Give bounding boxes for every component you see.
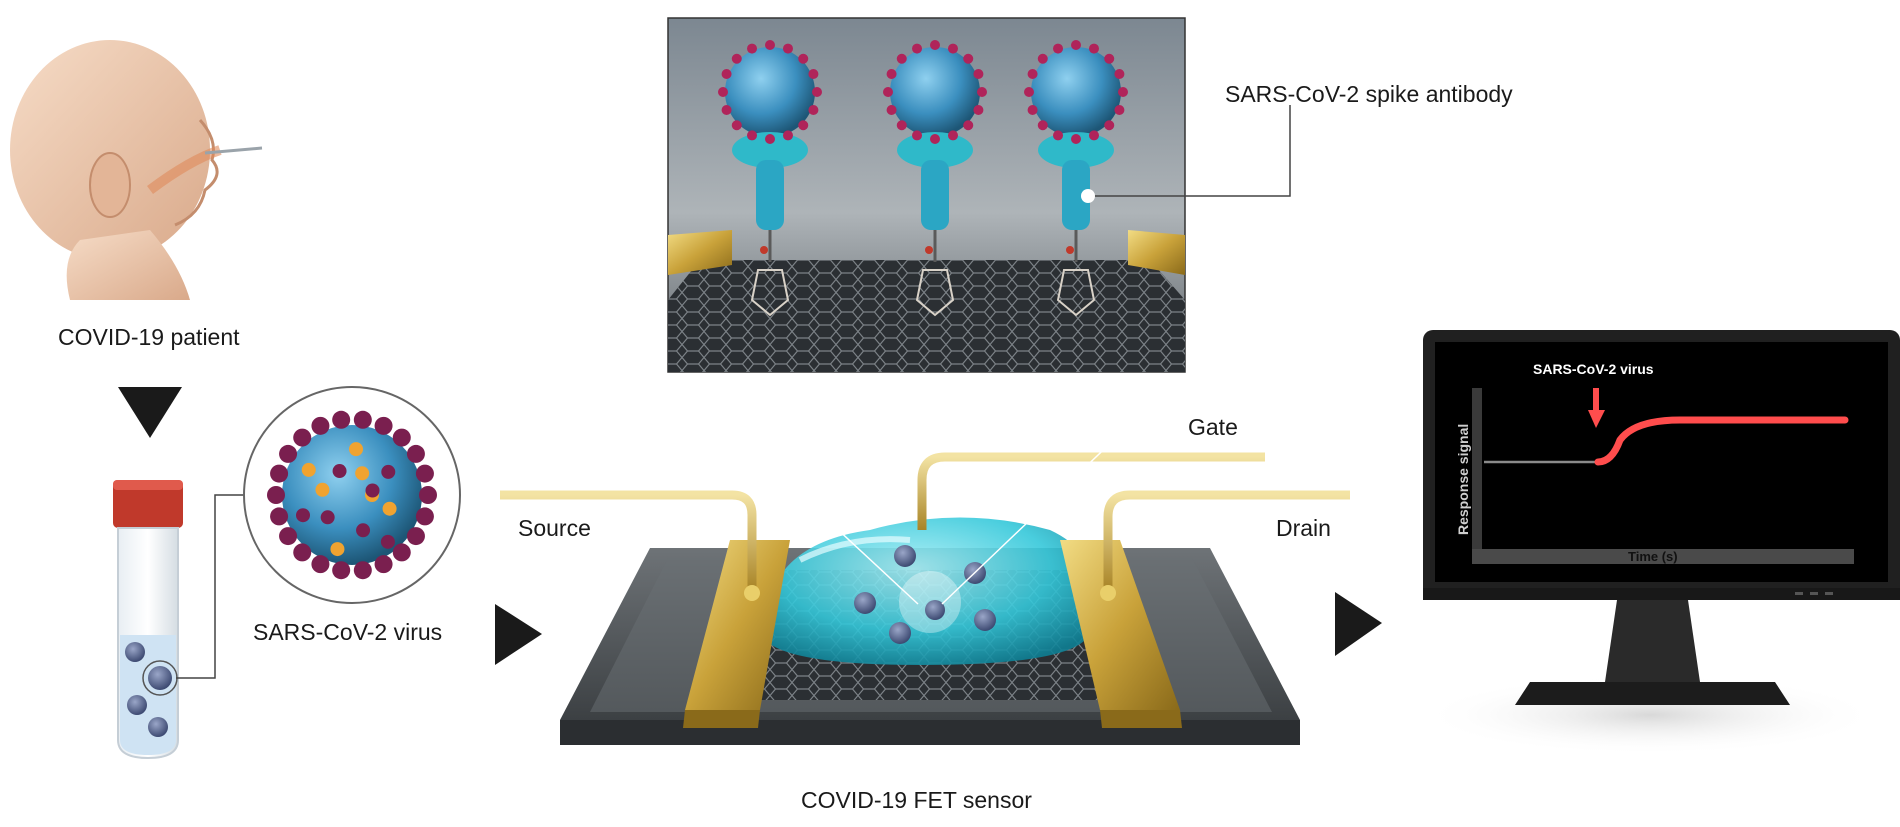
molecular-inset (667, 17, 1186, 373)
monitor-icon (1420, 330, 1900, 755)
antibody-icon (1024, 40, 1128, 317)
plot-x-axis (1472, 549, 1854, 564)
sensor-label: COVID-19 FET sensor (801, 787, 1032, 813)
inset-zoom-line-left (667, 371, 919, 605)
event-arrow-icon (1588, 410, 1605, 428)
inset-zoom-line-right (941, 371, 1186, 605)
arrow-down-icon (118, 387, 182, 438)
virus-label: SARS-CoV-2 virus (253, 619, 442, 645)
antibody-callout-line (1088, 105, 1291, 197)
antibody-icon (718, 40, 822, 317)
gate-label: Gate (1188, 414, 1238, 440)
monitor-event-label: SARS-CoV-2 virus (1533, 361, 1654, 377)
event-arrow-shaft (1593, 388, 1599, 412)
arrow-right-icon-2 (1335, 592, 1382, 656)
antibody-icon (883, 40, 987, 317)
arrow-right-icon (495, 604, 542, 665)
source-label: Source (518, 515, 591, 541)
fet-chip-icon (500, 452, 1350, 745)
response-trace (1594, 416, 1849, 466)
antibody-label: SARS-CoV-2 spike antibody (1225, 81, 1513, 107)
antibody-callout-dot (1081, 189, 1095, 203)
drain-label: Drain (1276, 515, 1331, 541)
monitor-ylabel: Response signal (1455, 424, 1471, 535)
virus-icon (243, 386, 461, 604)
patient-label: COVID-19 patient (58, 324, 240, 350)
monitor-xlabel: Time (s) (1628, 549, 1678, 564)
plot-y-axis (1472, 388, 1482, 558)
patient-head-icon (10, 40, 263, 300)
sample-tube-icon (113, 480, 183, 760)
monitor-screen-plot: SARS-CoV-2 virus Response signal Time (s… (1455, 361, 1854, 564)
zoom-connector-line (176, 494, 258, 679)
